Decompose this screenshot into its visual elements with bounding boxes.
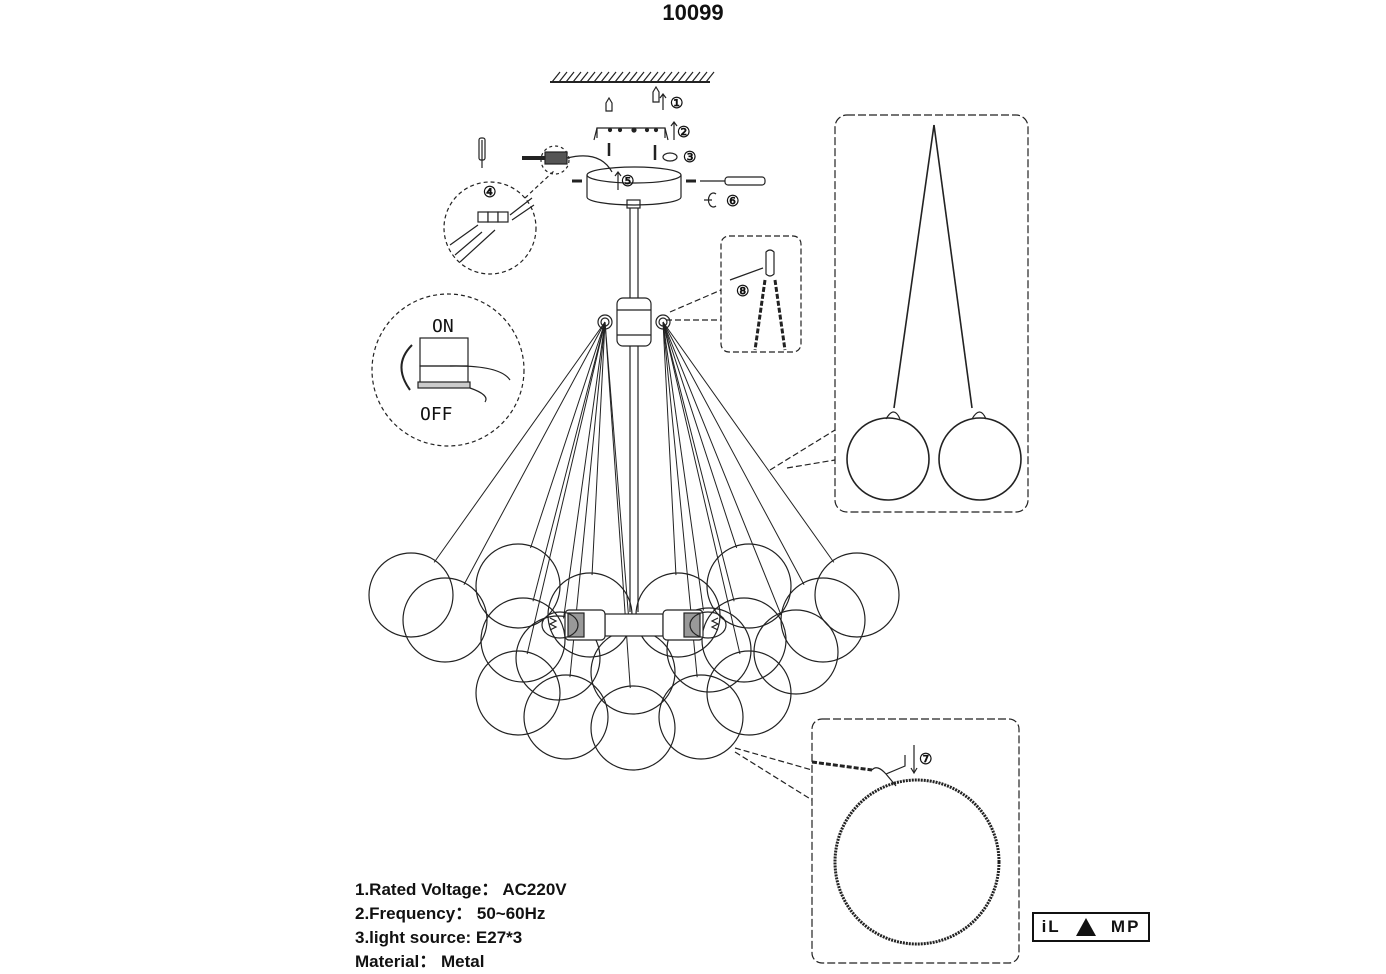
hatch-line [649,71,659,83]
hatch-line [565,71,575,83]
canopy [572,166,766,208]
globe [402,577,488,663]
brand-logo: iL MP [1032,912,1150,942]
wire [662,321,805,585]
hatch-line [600,71,610,83]
wire [463,321,606,585]
spec-label: 2.Frequency： [355,904,473,923]
globe [475,650,561,736]
rod-and-hub [597,199,671,612]
wire [662,321,782,616]
wire [591,321,606,576]
hatch-line [621,71,631,83]
hatch-line [572,71,582,83]
step-3-label: ③ [683,149,696,166]
switch-off-label: OFF [420,404,453,425]
step-4-label: ④ [483,184,496,201]
globe [706,650,792,736]
step-7-label: ⑦ [919,751,932,768]
spec-value: 50~60Hz [476,904,546,923]
wire [662,321,835,563]
hatch-line [579,71,589,83]
hatch-line [551,71,561,83]
globe [523,674,609,760]
spec-value: Metal [440,952,485,971]
hatch-line [642,71,652,83]
hatch-line [670,71,680,83]
logo-text-left: iL [1041,917,1061,936]
mounting-bracket [593,85,678,162]
globe [666,607,752,693]
globe [753,609,839,695]
hatch-line [628,71,638,83]
wire [532,321,606,602]
spec-frequency: 2.Frequency： 50~60Hz [355,902,567,926]
step-8-label: ⑧ [736,283,749,300]
hatch-line [677,71,687,83]
pendant-detail [769,114,1029,513]
hatch-line [684,71,694,83]
globe [368,552,454,638]
switch-on-label: ON [432,316,454,337]
globe [780,577,866,663]
wiring-detail [443,137,613,275]
wire [530,321,606,549]
spec-material: Material： Metal [355,950,567,974]
hatch-line [663,71,673,83]
step-6-label: ⑥ [726,193,739,210]
globe [590,685,676,771]
wire [662,321,735,602]
model-number: 10099 [662,0,724,25]
lamp-triangle-icon [1075,918,1096,936]
glass-globes [368,543,900,771]
globe [814,552,900,638]
step-5-label: ⑤ [621,173,634,190]
socket-bar [541,609,727,641]
step-1-label: ① [670,95,683,112]
hatch-line [558,71,568,83]
hatch-line [705,71,715,83]
switch-detail [371,293,525,447]
hatch-line [593,71,603,83]
spec-value: AC220V [502,880,567,899]
globe [706,543,792,629]
wire [662,321,704,611]
step-2-label: ② [677,124,690,141]
spec-label: 3.light source: [355,928,472,947]
hatch-line [698,71,708,83]
hatch-line [586,71,596,83]
spec-label: 1.Rated Voltage： [355,880,499,899]
hatch-line [635,71,645,83]
wire [662,321,738,549]
logo-text-right: MP [1110,917,1141,936]
wire [604,321,631,633]
hatch-line [607,71,617,83]
spec-rated-voltage: 1.Rated Voltage： AC220V [355,878,567,902]
spec-light-source: 3.light source: E27*3 [355,926,567,950]
wire [433,321,606,563]
wire [662,321,741,655]
hatch-line [656,71,666,83]
spec-label: Material： [355,952,437,971]
ceiling [550,71,715,83]
chain-detail [666,235,802,353]
spec-value: E27*3 [475,928,523,947]
wire [662,321,677,576]
specifications: 1.Rated Voltage： AC220V 2.Frequency： 50~… [355,878,567,974]
hatch-line [691,71,701,83]
hatch-line [614,71,624,83]
wire [526,321,606,655]
wire [563,321,606,619]
globe [658,674,744,760]
hook-detail [734,718,1020,964]
step-labels: ① ② ③ ④ ⑤ ⑥ ⑦ ⑧ ON OFF [420,95,932,768]
globe [515,615,601,701]
